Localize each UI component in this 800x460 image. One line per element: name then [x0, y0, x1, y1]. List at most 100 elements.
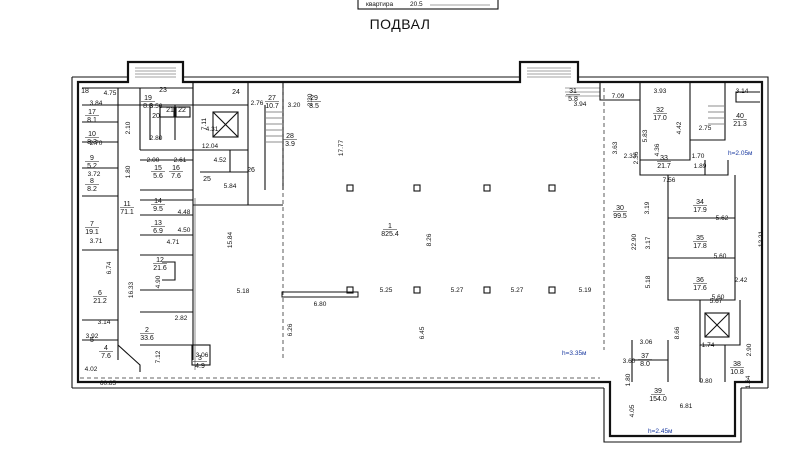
room-label: 20	[152, 113, 160, 120]
room-area: 8.3	[87, 139, 97, 146]
room-area: 19.1	[85, 229, 99, 236]
dimension-label: 5.18	[645, 275, 652, 288]
top-snippet-mid: 20.5	[410, 1, 423, 8]
room-area: 10.7	[265, 103, 279, 110]
room-label: 108.3	[85, 131, 99, 146]
room-number: 26	[247, 167, 255, 174]
dimension-label: 5.60	[714, 253, 727, 260]
dimension-label: 22.90	[631, 233, 638, 250]
room-number: 6	[98, 290, 102, 297]
dimension-label: 5.67	[710, 298, 723, 305]
room-number: 4	[104, 345, 108, 352]
room-label: 298.5	[307, 95, 321, 110]
room-label: 719.1	[85, 221, 99, 236]
room-area: 21.3	[733, 121, 747, 128]
column	[413, 184, 421, 192]
dimension-label: 4.42	[676, 121, 683, 134]
dimension-label: 4.31	[206, 126, 219, 133]
column	[346, 286, 354, 294]
dimension-label: 15.84	[227, 231, 234, 248]
room-number: 39	[654, 388, 662, 395]
room-number: 23	[159, 87, 167, 94]
room-label: 136.9	[151, 220, 165, 235]
room-number: 19	[144, 95, 152, 102]
room-label: 155.6	[151, 165, 165, 180]
dimension-label: 2.30	[307, 93, 314, 106]
dimension-label: 16.33	[128, 281, 135, 298]
dimension-label: 4.48	[178, 209, 191, 216]
dimension-label: 2.90	[746, 343, 753, 356]
column	[413, 286, 421, 294]
room-number: 20	[152, 113, 160, 120]
room-number: 32	[656, 107, 664, 114]
room-label: 47.6	[99, 345, 113, 360]
dimension-label: 1.80	[625, 373, 632, 386]
room-label: 26	[247, 167, 255, 174]
top-snippet-left: квартира	[366, 1, 394, 8]
dimension-label: 1.70	[692, 153, 705, 160]
room-area: 7.6	[101, 353, 111, 360]
room-labels: 1825.4233.634.947.65621.2719.188.295.210…	[81, 87, 747, 403]
room-label: 233.6	[140, 327, 154, 342]
dimension-label: 5.60	[712, 294, 725, 301]
room-number: 7	[90, 221, 94, 228]
room-area: 71.1	[120, 209, 134, 216]
dimension-label: 3.17	[645, 236, 652, 249]
room-number: 5	[90, 337, 94, 344]
room-area: 10.8	[730, 369, 744, 376]
dimension-label: 2.80	[150, 135, 163, 142]
dimension-label: 5.62	[716, 215, 729, 222]
column	[548, 184, 556, 192]
room-number: 12	[156, 257, 164, 264]
room-area: 8.0	[640, 361, 650, 368]
dimension-label: 3.71	[90, 238, 103, 245]
dimension-label: 3.06	[196, 352, 209, 359]
room-area: 8.2	[87, 186, 97, 193]
room-number: 38	[733, 361, 741, 368]
dimension-label: 6.45	[419, 326, 426, 339]
dimension-label: 4.90	[155, 275, 162, 288]
room-area: 7.6	[171, 173, 181, 180]
top-header-snippet: квартира 20.5	[357, 0, 499, 10]
room-area: 5.8	[568, 96, 578, 103]
dimension-label: 7.11	[201, 118, 208, 131]
room-number: 22	[178, 107, 186, 114]
room-label: 88.2	[85, 178, 99, 193]
room-area: 17.6	[693, 285, 707, 292]
room-number: 2	[145, 327, 149, 334]
dimension-label: 3.84	[90, 100, 103, 107]
room-area: 17.0	[653, 115, 667, 122]
room-label: 315.8	[566, 88, 580, 103]
dimension-label: 3.60	[623, 358, 636, 365]
room-number: 8	[90, 178, 94, 185]
dimension-label: 7.12	[155, 350, 162, 363]
room-area: 9.5	[153, 206, 163, 213]
column	[483, 184, 491, 192]
dimension-label: 4.50	[178, 227, 191, 234]
room-number: 14	[154, 198, 162, 205]
room-label: 283.9	[283, 133, 297, 148]
room-number: 16	[172, 165, 180, 172]
dimension-label: 3.93	[654, 88, 667, 95]
floor-title: ПОДВАЛ	[369, 16, 431, 32]
room-label: 178.1	[85, 109, 99, 124]
dimension-label: 4.71	[167, 239, 180, 246]
room-label: 621.2	[93, 290, 107, 305]
room-number: 15	[154, 165, 162, 172]
room-number: 21	[166, 107, 174, 114]
dimension-label: 6.26	[287, 323, 294, 336]
room-label: 34.9	[193, 355, 207, 370]
dimension-label: 8.66	[674, 326, 681, 339]
dimension-label: 5.83	[642, 129, 649, 142]
room-area: 4.9	[195, 363, 205, 370]
room-number: 9	[90, 155, 94, 162]
room-number: 29	[310, 95, 318, 102]
dimension-label: 5.19	[579, 287, 592, 294]
dimension-label: 12.21	[758, 230, 765, 247]
